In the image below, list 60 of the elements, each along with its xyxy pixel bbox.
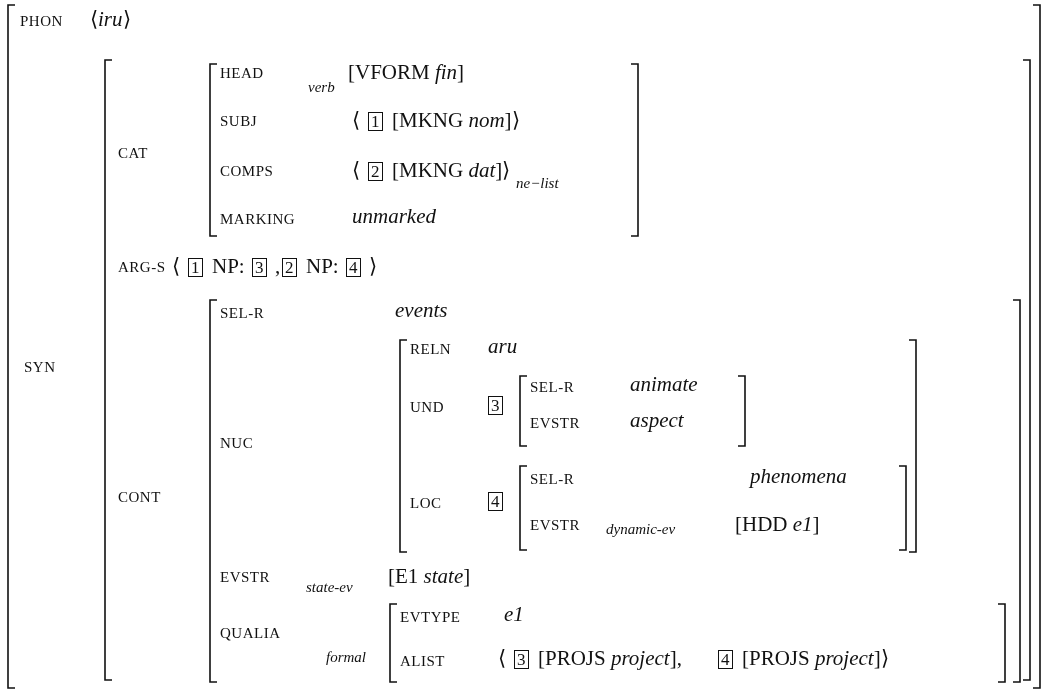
coindex-tag: 1 xyxy=(188,258,203,277)
feature-name: SEL-R xyxy=(220,306,265,321)
feature-value: [MKNG nom]⟩ xyxy=(392,110,520,131)
feature-value: NP: xyxy=(212,256,245,277)
feature-value: ⟨ xyxy=(352,110,360,131)
feature-value: [MKNG dat]⟩ xyxy=(392,160,511,181)
type-subscript: dynamic-ev xyxy=(606,522,676,537)
feature-name: MARKING xyxy=(220,212,296,227)
feature-name: ARG-S xyxy=(118,260,166,275)
feature-value: unmarked xyxy=(352,206,436,227)
feature-value: e1 xyxy=(504,604,524,625)
feature-name: SEL-R xyxy=(530,380,575,395)
feature-value: [VFORM fin] xyxy=(348,62,465,83)
feature-value: [PROJS project], xyxy=(538,648,682,669)
coindex-tag: 1 xyxy=(368,112,383,131)
coindex-tag: 2 xyxy=(368,162,383,181)
feature-value: ⟩ xyxy=(369,256,377,277)
coindex-tag: 4 xyxy=(488,492,503,511)
feature-value: aru xyxy=(488,336,518,357)
feature-name: UND xyxy=(410,400,444,415)
coindex-tag: 3 xyxy=(488,396,503,415)
feature-name: SEL-R xyxy=(530,472,575,487)
type-subscript: verb xyxy=(308,80,335,95)
feature-value: phenomena xyxy=(750,466,847,487)
feature-name: CONT xyxy=(118,490,161,505)
feature-name: NUC xyxy=(220,436,254,451)
feature-value: ⟨ xyxy=(498,648,506,669)
feature-value: [E1 state] xyxy=(388,566,471,587)
feature-name: EVSTR xyxy=(530,518,580,533)
type-subscript: formal xyxy=(326,650,366,665)
feature-value: NP: xyxy=(306,256,339,277)
coindex-tag: 4 xyxy=(718,650,733,669)
feature-name: ALIST xyxy=(400,654,445,669)
feature-name: QUALIA xyxy=(220,626,281,641)
coindex-tag: 3 xyxy=(252,258,267,277)
feature-name: RELN xyxy=(410,342,452,357)
feature-name: EVSTR xyxy=(530,416,580,431)
feature-value: [PROJS project]⟩ xyxy=(742,648,889,669)
feature-name: HEAD xyxy=(220,66,264,81)
coindex-tag: 4 xyxy=(346,258,361,277)
feature-name: SYN xyxy=(24,360,56,375)
type-subscript: ne−list xyxy=(516,176,559,191)
feature-name: EVSTR xyxy=(220,570,270,585)
feature-value: ⟨iru⟩ xyxy=(90,9,131,30)
feature-value: , xyxy=(275,256,281,277)
type-subscript: state-ev xyxy=(306,580,353,595)
feature-value: events xyxy=(395,300,448,321)
feature-value: aspect xyxy=(630,410,684,431)
feature-name: LOC xyxy=(410,496,442,511)
feature-name: SUBJ xyxy=(220,114,258,129)
coindex-tag: 2 xyxy=(282,258,297,277)
feature-value: ⟨ xyxy=(172,256,180,277)
feature-name: EVTYPE xyxy=(400,610,461,625)
feature-name: CAT xyxy=(118,146,148,161)
feature-value: animate xyxy=(630,374,698,395)
feature-name: COMPS xyxy=(220,164,274,179)
feature-name: PHON xyxy=(20,14,63,29)
feature-value: ⟨ xyxy=(352,160,360,181)
feature-value: [HDD e1] xyxy=(735,514,820,535)
coindex-tag: 3 xyxy=(514,650,529,669)
